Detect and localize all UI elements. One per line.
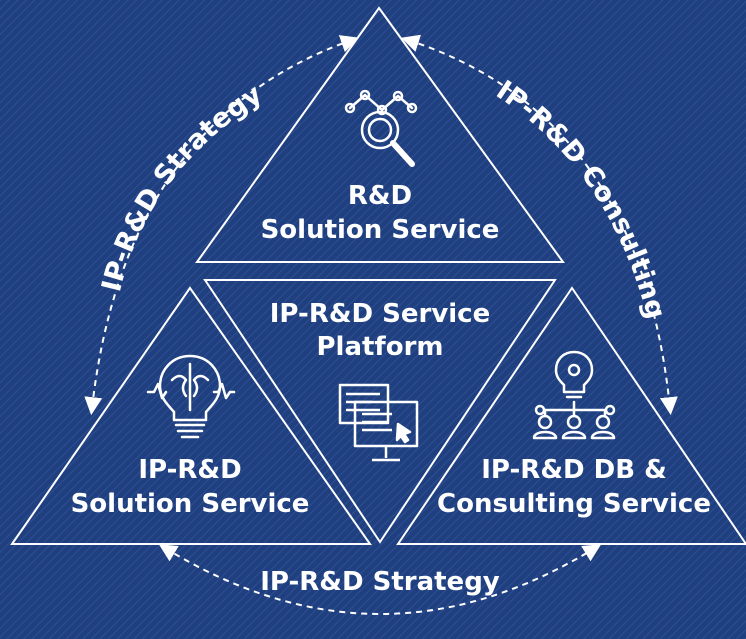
center-triangle-title-line1: IP-R&D Service [270,299,490,329]
computer-monitor-icon [338,383,419,462]
top-triangle-title-line2: Solution Service [261,215,500,245]
right-triangle [396,286,746,545]
left-triangle [10,286,372,545]
right-triangle-title-line1: IP-R&D DB & [481,455,667,485]
top-triangle-title-line1: R&D [348,181,412,211]
left-triangle-title-line2: Solution Service [71,489,310,519]
bottom-cycle-arrow [158,544,602,615]
analytics-magnifier-icon [344,89,418,167]
idea-team-network-icon [532,350,616,440]
center-triangle-title-line2: Platform [316,332,443,362]
bottom-arc-label: IP-R&D Strategy [260,567,500,597]
right-triangle-title-line2: Consulting Service [437,489,711,519]
lightbulb-brain-icon [146,354,236,439]
left-triangle-title-line1: IP-R&D [138,455,241,485]
